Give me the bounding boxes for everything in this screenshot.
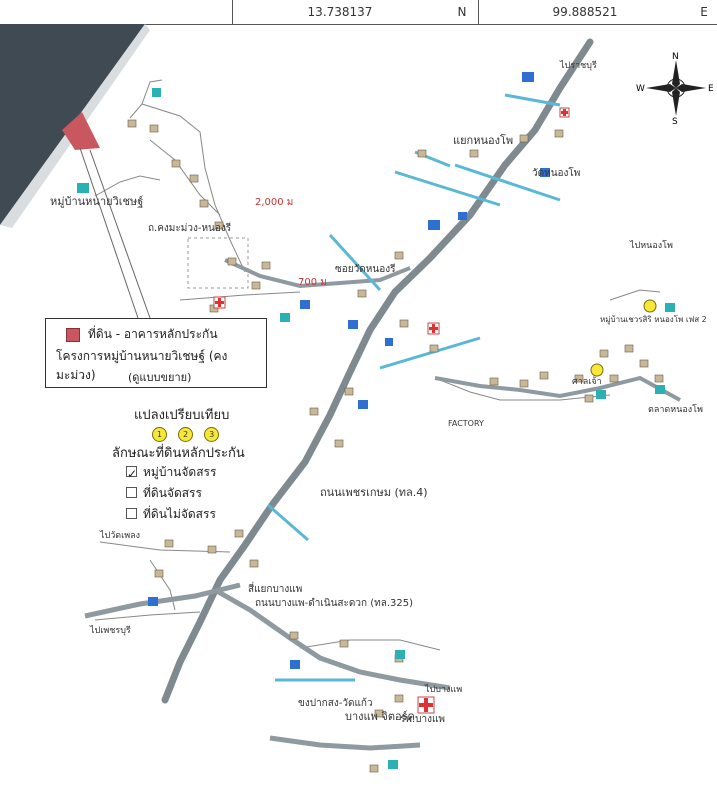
property-type-item: ที่ดินจัดสรร <box>126 484 202 503</box>
label-bangphae-road: ถนนบางแพ-ดำเนินสะดวก (ทล.325) <box>255 598 413 609</box>
hospital-icons <box>213 107 570 714</box>
comparison-marker-2: 2 <box>178 427 194 442</box>
coord-separator <box>478 0 479 24</box>
label-distance-2000: 2,000 ม <box>255 197 293 208</box>
property-type-label: ที่ดินไม่จัดสรร <box>143 507 216 521</box>
latitude-value: 13.738137 <box>307 5 373 19</box>
bangphae-damnoen-road <box>213 587 451 691</box>
kongmamuang-road <box>224 258 411 289</box>
collateral-property-marker <box>62 112 100 150</box>
label-to-nongpo: ไปหนองโพ <box>629 240 673 251</box>
compass-east: E <box>708 84 714 94</box>
checkbox-checked-icon: ✓ <box>126 466 138 481</box>
comparison-marker-1: 1 <box>152 427 167 442</box>
checkbox-icon <box>126 487 137 498</box>
detail-area-box <box>187 237 249 289</box>
checkbox-icon <box>126 508 137 519</box>
compass-north: N <box>672 52 679 62</box>
map-canvas[interactable]: หมู่บ้านหนายวิเชษฐ์ ถ.คงมะม่วง-หนองรี 2,… <box>0 24 717 800</box>
canals <box>267 93 561 682</box>
comparison-markers <box>590 299 657 377</box>
facility-icons <box>148 72 550 669</box>
label-to-ratchaburi: ไปราชบุรี <box>559 60 597 71</box>
label-sala: ศาลเจ้า <box>572 376 602 387</box>
coord-separator <box>232 0 233 24</box>
label-kongmamuang-road: ถ.คงมะม่วง-หนองรี <box>148 222 232 234</box>
label-village: หมู่บ้านหนายวิเชษฐ์ <box>50 195 143 208</box>
minor-roads <box>94 79 661 651</box>
label-yaek-bangphae: สี่แยกบางแพ <box>248 581 302 595</box>
label-rs-bangphae: รพ.บางแพ <box>400 714 445 725</box>
compass-south: S <box>672 117 678 124</box>
property-type-label: ที่ดินจัดสรร <box>143 486 202 500</box>
longitude-direction: E <box>700 5 708 19</box>
nongpo-east-road <box>434 375 681 402</box>
property-type-label: หมู่บ้านจัดสรร <box>143 465 217 479</box>
label-to-bangphae: ไปบางแพ <box>424 684 462 695</box>
label-to-watphleng: ไปวัดเพลง <box>99 530 140 541</box>
label-village2: หมู่บ้านเชวรสิริ หนองโพ เฟส 2 <box>600 314 707 325</box>
leader-line <box>79 147 139 319</box>
label-factory: FACTORY <box>448 419 484 428</box>
label-bangphae-district: บางแพ จิตอร์ค <box>345 710 415 723</box>
compass-west: W <box>636 84 645 94</box>
label-to-phetburi: ไปเพชรบุรี <box>89 625 131 636</box>
legend-line-1: ที่ดิน - อาคารหลักประกัน <box>88 327 218 341</box>
latitude-direction: N <box>457 5 467 19</box>
comparison-marker-list: 1 2 3 <box>152 422 225 442</box>
collateral-swatch <box>66 328 80 342</box>
leader-line <box>89 149 151 319</box>
label-yaek-nongpo: แยกหนองโพ <box>453 133 513 147</box>
village-icons <box>77 88 675 769</box>
label-phetkasem: ถนนเพชรเกษม (ทล.4) <box>320 486 428 499</box>
longitude-value: 99.888521 <box>552 5 618 19</box>
road-to-phetburi <box>84 582 241 619</box>
property-type-item: ✓ หมู่บ้านจัดสรร <box>126 463 216 482</box>
property-type-title: ลักษณะที่ดินหลักประกัน <box>112 446 245 461</box>
lower-road <box>269 735 421 751</box>
legend-line-2: โครงการหมู่บ้านหนายวิเชษฐ์ (คงมะม่วง) <box>56 349 228 382</box>
label-soi-wat: ซอยวัดหนองรี <box>335 263 396 275</box>
legend-line-3: (ดูแบบขยาย) <box>128 371 192 384</box>
compass-rose-icon: N S W E <box>636 52 714 124</box>
label-ban-pong: ขงปากสง-วัดแก้ว <box>298 697 373 709</box>
label-nongpo-market: ตลาดหนองโพ <box>648 404 703 415</box>
comparison-marker-3: 3 <box>204 427 220 442</box>
coordinate-bar: 13.738137 N 99.888521 E <box>0 0 717 25</box>
comparison-title: แปลงเปรียบเทียบ <box>134 408 230 423</box>
collateral-legend: ที่ดิน - อาคารหลักประกัน โครงการหมู่บ้าน… <box>45 318 267 388</box>
label-distance-700: 700 ม <box>298 277 327 288</box>
label-wat-nongpo: วัดหนองโพ <box>532 166 580 179</box>
property-type-item: ที่ดินไม่จัดสรร <box>126 505 216 524</box>
